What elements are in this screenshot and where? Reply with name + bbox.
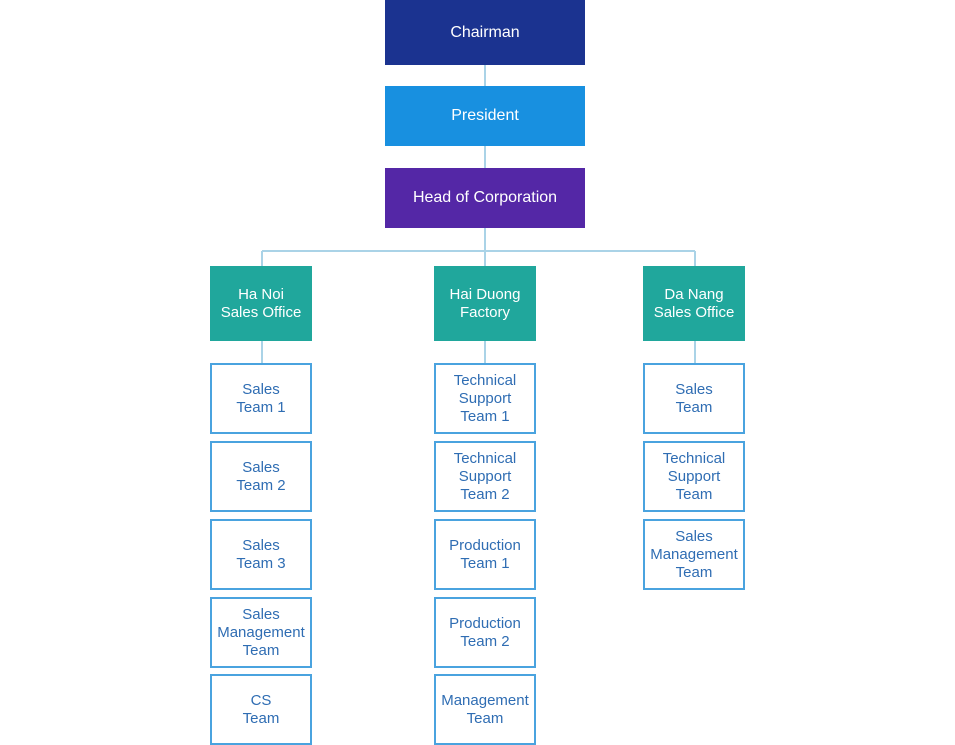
team-box: Sales Team 1 [210, 363, 312, 434]
team-label-line: Management [441, 691, 529, 709]
chairman-label: Chairman [450, 23, 520, 41]
team-label-line: Team 1 [460, 407, 510, 425]
team-box: Management Team [434, 674, 536, 745]
team-label-line: Production [449, 614, 521, 632]
team-label-line: Team [466, 709, 504, 727]
team-label-line: Team 2 [236, 476, 286, 494]
team-label-line: Management [217, 623, 305, 641]
team-box: Technical Support Team [643, 441, 745, 512]
team-box: Sales Management Team [643, 519, 745, 590]
team-label-line: Sales [242, 536, 280, 554]
team-label-line: Team 3 [236, 554, 286, 572]
team-box: Technical Support Team 1 [434, 363, 536, 434]
team-box: Sales Team [643, 363, 745, 434]
team-label-line: Technical [662, 449, 726, 467]
team-label-line: Team [242, 709, 280, 727]
team-label-line: Sales [242, 380, 280, 398]
team-label-line: CS [250, 691, 272, 709]
team-label-line: Sales [242, 605, 280, 623]
team-label-line: Team [675, 398, 713, 416]
team-label-line: Sales [242, 458, 280, 476]
team-label-line: Team [675, 485, 713, 503]
team-box: Sales Team 2 [210, 441, 312, 512]
office-label-line: Factory [459, 303, 510, 321]
office-label-line: Sales Office [220, 303, 302, 321]
office-label-line: Da Nang [664, 285, 724, 303]
team-label-line: Team [242, 641, 280, 659]
team-label-line: Sales [675, 527, 713, 545]
team-label-line: Production [449, 536, 521, 554]
head-of-corporation-label: Head of Corporation [412, 189, 558, 206]
president-label: President [451, 107, 519, 124]
team-label-line: Technical [453, 449, 517, 467]
team-box: Sales Management Team [210, 597, 312, 668]
team-label-line: Support [667, 467, 721, 485]
office-label-line: Ha Noi [238, 285, 284, 303]
team-box: Production Team 1 [434, 519, 536, 590]
team-label-line: Team 2 [460, 485, 510, 503]
office-da-nang: Da Nang Sales Office [643, 266, 745, 341]
team-box: Technical Support Team 2 [434, 441, 536, 512]
team-box: CS Team [210, 674, 312, 745]
team-box: Production Team 2 [434, 597, 536, 668]
team-label-line: Team 1 [460, 554, 510, 572]
office-label-line: Hai Duong [449, 285, 521, 303]
president-box: President [385, 86, 585, 146]
team-label-line: Support [458, 389, 512, 407]
office-ha-noi: Ha Noi Sales Office [210, 266, 312, 341]
office-hai-duong: Hai Duong Factory [434, 266, 536, 341]
team-label-line: Sales [675, 380, 713, 398]
team-label-line: Management [650, 545, 738, 563]
team-label-line: Team 1 [236, 398, 286, 416]
team-label-line: Support [458, 467, 512, 485]
team-label-line: Team 2 [460, 632, 510, 650]
office-label-line: Sales Office [653, 303, 735, 321]
team-box: Sales Team 3 [210, 519, 312, 590]
team-label-line: Team [675, 563, 713, 581]
team-label-line: Technical [453, 371, 517, 389]
chairman-box: Chairman [385, 0, 585, 65]
head-of-corporation-box: Head of Corporation [385, 168, 585, 228]
